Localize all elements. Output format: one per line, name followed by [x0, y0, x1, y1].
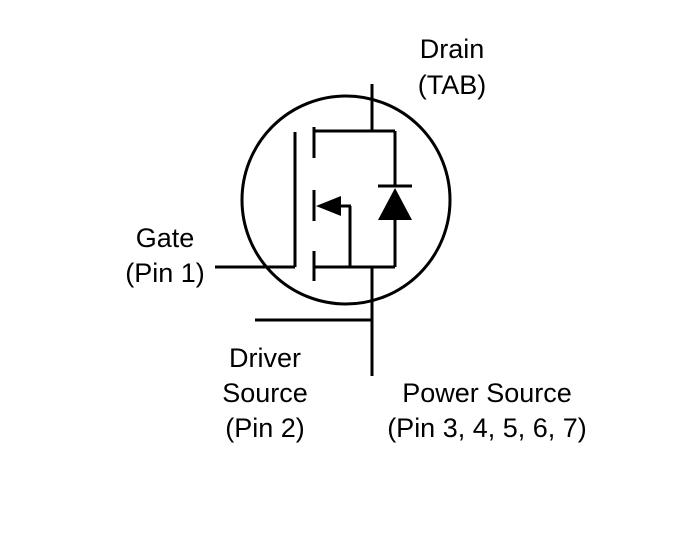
- drain-label-line1: Drain: [420, 34, 485, 64]
- transistor-envelope-circle: [240, 94, 452, 306]
- driver-source-label-line3: (Pin 2): [225, 413, 305, 443]
- gate-label-line2: (Pin 1): [125, 258, 205, 288]
- driver-source-label-line1: Driver: [229, 343, 301, 373]
- driver-source-label-line2: Source: [222, 378, 308, 408]
- gate-label-line1: Gate: [136, 223, 195, 253]
- power-source-label-line1: Power Source: [402, 378, 572, 408]
- drain-label-line2: (TAB): [418, 70, 487, 100]
- power-source-label-line2: (Pin 3, 4, 5, 6, 7): [387, 413, 587, 443]
- body-diode-icon: [378, 188, 412, 220]
- body-arrow-icon: [316, 196, 341, 216]
